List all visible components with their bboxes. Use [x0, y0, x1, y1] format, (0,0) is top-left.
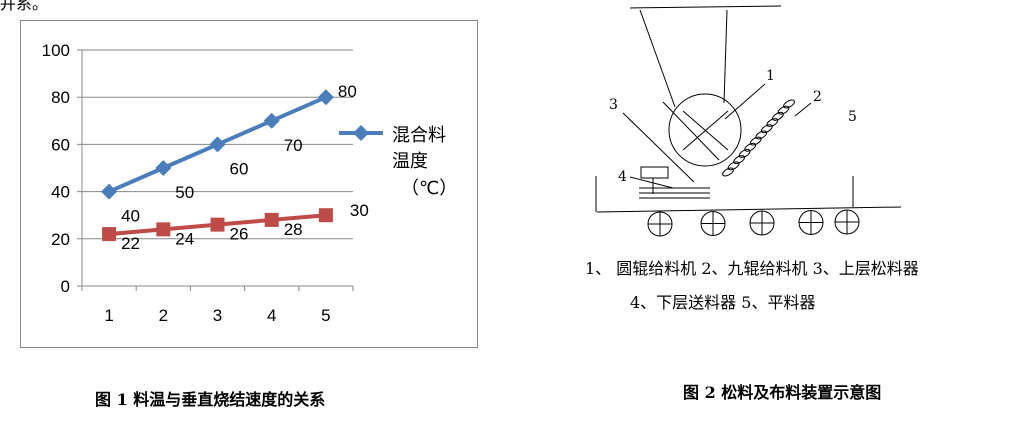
- roller-disc: [783, 99, 795, 109]
- data-point-diamond: [209, 136, 226, 153]
- data-point-square: [210, 217, 225, 232]
- x-tick-label: 2: [159, 306, 168, 325]
- leader-4: [629, 176, 674, 189]
- legend-text-line: （℃）: [401, 178, 457, 199]
- data-label: 30: [350, 201, 369, 220]
- diagram-label-3: 3: [609, 97, 618, 113]
- y-tick-label: 100: [42, 41, 70, 60]
- data-point-square: [318, 208, 333, 223]
- roller-cross-b: [682, 110, 729, 151]
- legend-text-line: 混合料: [392, 125, 446, 146]
- data-point-square: [156, 222, 171, 237]
- y-tick-label: 20: [51, 230, 70, 249]
- x-tick-label: 1: [104, 306, 113, 325]
- data-label: 80: [338, 82, 357, 101]
- data-label: 24: [175, 229, 194, 248]
- data-label: 26: [230, 225, 249, 244]
- data-point-square: [264, 212, 279, 227]
- data-label: 40: [121, 207, 140, 226]
- data-point-diamond: [101, 183, 118, 200]
- hopper-left-wall: [639, 9, 676, 108]
- line-chart: 0 20 40 60 80 100 1 2 3 4 5 40 50 60 70 80 22 24 26 28 30 混合料…: [42, 41, 458, 325]
- legend-marker-diamond: [353, 125, 369, 141]
- data-label: 50: [175, 183, 194, 202]
- diagram-legend-row2: 4、下层送料器 5、平料器: [630, 293, 815, 312]
- y-tick-label: 0: [61, 277, 70, 296]
- data-point-diamond: [317, 89, 334, 106]
- diagram-label-1: 1: [766, 68, 775, 84]
- hopper-right-wall: [723, 9, 728, 104]
- partial-top-text: 并系。: [0, 0, 49, 13]
- pallet-wheels: [647, 209, 860, 237]
- diagram-label-4: 4: [618, 169, 627, 185]
- data-point-diamond: [263, 112, 280, 129]
- figure1-chart: 0 20 40 60 80 100 1 2 3 4 5 40 50 60 70 80 22 24 26 28 30 混合料…: [20, 20, 478, 348]
- feeder-diagram: 1 2 3 4 5 1、 圆辊给料机 2、九辊给料机 3、上层松料器 4、下层送…: [585, 5, 919, 312]
- figure2-caption: 图 2 松料及布料装置示意图: [683, 383, 882, 402]
- hopper-top-line: [629, 5, 782, 9]
- conveyor-belt: [596, 206, 902, 213]
- y-tick-label: 80: [51, 88, 70, 107]
- round-roller-feeder: [668, 93, 742, 167]
- data-label: 28: [284, 220, 303, 239]
- x-tick-label: 4: [267, 306, 276, 325]
- leader-1: [724, 83, 766, 120]
- leader-2: [794, 102, 812, 117]
- leader-3: [622, 112, 695, 183]
- data-label: 70: [284, 136, 303, 155]
- upper-loosener-plate: [662, 101, 720, 161]
- data-point-square: [102, 227, 117, 242]
- y-tick-label: 40: [51, 183, 70, 202]
- x-tick-label: 3: [213, 306, 222, 325]
- x-tick-label: 5: [321, 306, 330, 325]
- diagram-legend-row1: 1、 圆辊给料机 2、九辊给料机 3、上层松料器: [585, 259, 919, 278]
- nine-roller-feeder: [722, 99, 795, 177]
- diagram-label-5: 5: [848, 109, 857, 125]
- data-point-diamond: [155, 160, 172, 176]
- legend-text-line: 温度: [392, 151, 428, 172]
- y-tick-label: 60: [51, 135, 70, 154]
- data-label: 22: [121, 234, 140, 253]
- figure1-caption: 图 1 料温与垂直烧结速度的关系: [95, 390, 326, 409]
- lower-feeder-box: [640, 166, 669, 179]
- diagram-label-2: 2: [813, 89, 822, 105]
- data-label: 60: [230, 159, 249, 178]
